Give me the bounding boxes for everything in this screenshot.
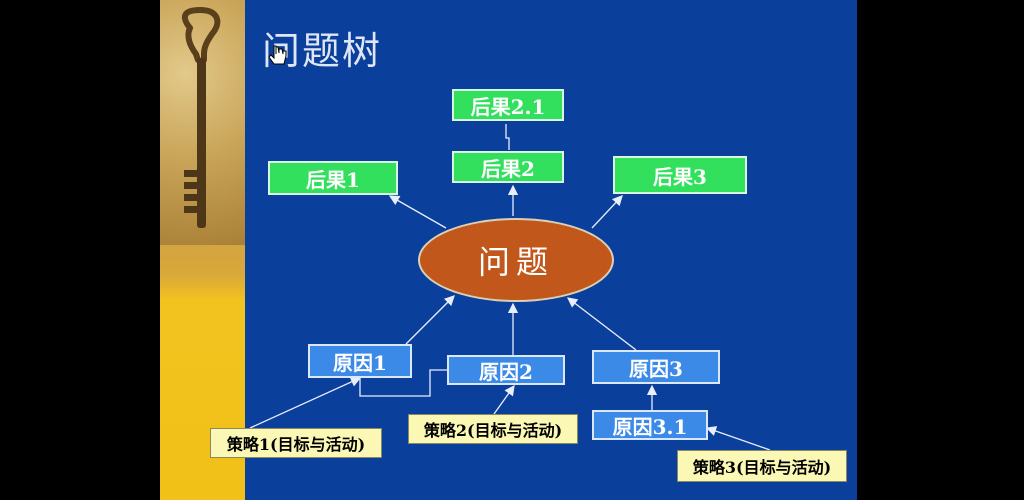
- strategy-3-box: 策略3(目标与活动): [677, 450, 847, 482]
- cause-3-box: 原因3: [592, 350, 720, 384]
- consequence-1-box: 后果1: [268, 161, 398, 195]
- consequence-2-box: 后果2: [452, 151, 564, 183]
- pointer-cursor-icon: [268, 42, 290, 70]
- connector-lines: [249, 124, 771, 451]
- slide: 问题树 后果2.1 后果2 后果1 后果3 问题 原因1: [160, 0, 857, 500]
- key-image: [160, 0, 245, 245]
- consequence-3-box: 后果3: [613, 156, 747, 194]
- cause-2-box: 原因2: [447, 355, 565, 385]
- strategy-2-box: 策略2(目标与活动): [408, 414, 578, 444]
- problem-ellipse: 问题: [418, 218, 614, 302]
- consequence-2-1-box: 后果2.1: [452, 89, 564, 121]
- cause-1-box: 原因1: [308, 344, 412, 378]
- strategy-1-box: 策略1(目标与活动): [210, 428, 382, 458]
- cause-3-1-box: 原因3.1: [592, 410, 708, 440]
